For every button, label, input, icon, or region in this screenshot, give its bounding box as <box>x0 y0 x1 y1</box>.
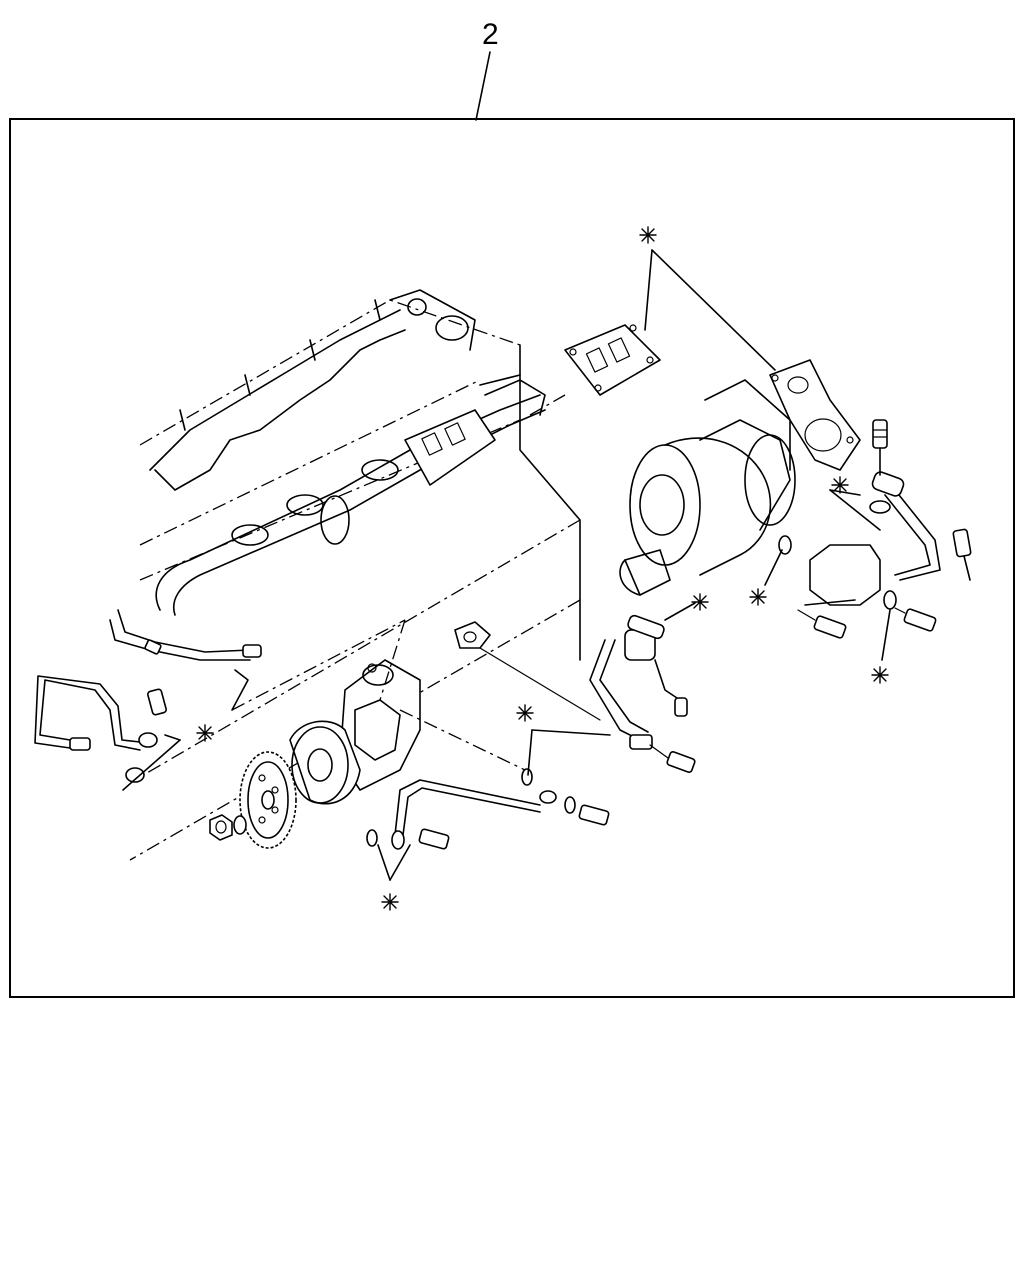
asterisk-marker <box>639 226 657 244</box>
exhaust-manifold <box>155 379 546 616</box>
turbo-oil-feed-pipe <box>869 419 972 581</box>
marker-asterisks <box>196 226 889 911</box>
gear-nut <box>209 814 247 841</box>
asterisk-marker <box>381 893 399 911</box>
asterisk-marker <box>749 588 767 606</box>
injection-pipe-lower <box>366 768 610 850</box>
injection-pump <box>289 659 421 805</box>
asterisk-marker <box>691 593 709 611</box>
oil-pipe-lower-left <box>34 675 167 783</box>
asterisk-marker <box>831 476 849 494</box>
oil-pipe-assembly <box>589 614 696 773</box>
turbocharger <box>619 379 796 596</box>
outlet-gasket <box>769 359 861 471</box>
marker-leaders <box>122 249 891 881</box>
asterisk-marker <box>871 666 889 684</box>
callout-leader-line <box>475 51 491 121</box>
small-gasket <box>454 621 601 721</box>
oil-return-bracket <box>778 535 937 639</box>
turbo-gasket <box>529 324 661 416</box>
asterisk-marker <box>196 724 214 742</box>
diagram-frame <box>9 118 1015 998</box>
asterisk-marker <box>516 704 534 722</box>
oil-pipe-upper-left <box>109 609 262 661</box>
pump-drive-gear <box>239 751 297 849</box>
callout-number: 2 <box>482 18 499 51</box>
